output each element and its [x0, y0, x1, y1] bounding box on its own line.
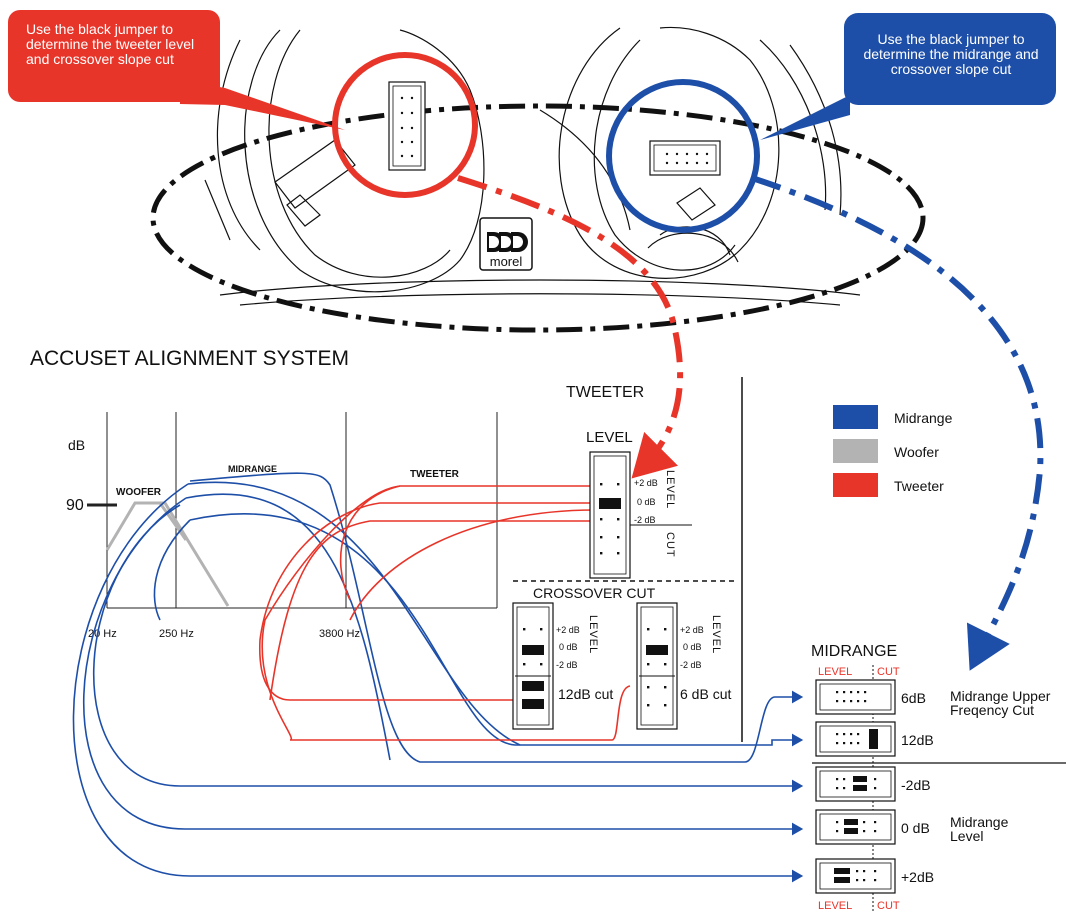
- midrange-routing: [72, 472, 804, 883]
- tweeter-level-opt-plus2: +2 dB: [634, 478, 658, 488]
- housing-tweeter-jumper: [388, 81, 426, 171]
- midrange-row-12db: 12dB: [901, 732, 934, 748]
- tweeter-highlight-circle: [332, 52, 478, 198]
- midrange-row-minus2db: -2dB: [901, 777, 931, 793]
- tweeter-callout-text: Use the black jumper to determine the tw…: [26, 21, 195, 67]
- logo-wordmark: morel: [490, 254, 523, 269]
- midrange-panel: MIDRANGE LEVEL CUT LEVEL CUT: [811, 643, 1066, 912]
- xover6-side-level: LEVEL: [710, 615, 722, 654]
- legend-swatch-midrange: [833, 405, 878, 429]
- midrange-upper-cut-label: Midrange Upper Freqency Cut: [950, 688, 1051, 718]
- midrange-heading: MIDRANGE: [811, 643, 897, 660]
- xover6-opt-minus2: -2 dB: [680, 660, 702, 670]
- response-graph: dB 90 20 Hz 250 Hz 3800 Hz WOOFER MIDRAN…: [66, 412, 498, 640]
- housing-midrange-jumper: [649, 140, 721, 176]
- midrange-row-6db: 6dB: [901, 690, 926, 706]
- xover6-opt-0: 0 dB: [683, 642, 702, 652]
- midrange-jumper-6db: [815, 679, 896, 715]
- legend-label-woofer: Woofer: [894, 444, 939, 460]
- morel-logo: morel: [479, 217, 533, 271]
- graph-ytick-90: 90: [66, 497, 84, 514]
- tweeter-callout-pointer: [180, 80, 345, 130]
- tweeter-callout: Use the black jumper to determine the tw…: [8, 10, 220, 102]
- tweeter-level-opt-0: 0 dB: [637, 497, 656, 507]
- band-label-tweeter: TWEETER: [410, 469, 460, 480]
- xover12-side-level: LEVEL: [587, 615, 599, 654]
- xtick-250hz: 250 Hz: [159, 628, 194, 640]
- tweeter-level-heading: LEVEL: [586, 429, 633, 446]
- speaker-housing: [150, 26, 926, 333]
- midrange-row-0db: 0 dB: [901, 820, 930, 836]
- legend-label-midrange: Midrange: [894, 410, 953, 426]
- system-title: ACCUSET ALIGNMENT SYSTEM: [30, 347, 349, 370]
- midrange-jumper-minus2db: [815, 766, 896, 802]
- midrange-col-cut-bottom: CUT: [877, 900, 900, 912]
- tweeter-leader-arrow: [457, 175, 684, 479]
- band-label-woofer: WOOFER: [116, 487, 162, 498]
- crossover-cut-heading: CROSSOVER CUT: [533, 585, 656, 601]
- tweeter-level-jumper: [589, 451, 631, 579]
- tweeter-side-cut: CUT: [664, 532, 676, 558]
- graph-ylabel: dB: [68, 437, 85, 453]
- midrange-row-plus2db: +2dB: [901, 869, 934, 885]
- tweeter-level-jumper-cap: [599, 498, 621, 509]
- midrange-col-cut-top: CUT: [877, 666, 900, 678]
- xover12-opt-0: 0 dB: [559, 642, 578, 652]
- legend-swatch-woofer: [833, 439, 878, 463]
- xtick-3800hz: 3800 Hz: [319, 628, 360, 640]
- tweeter-12db-jumper: [512, 602, 554, 730]
- xtick-20hz: 20 Hz: [88, 628, 117, 640]
- tweeter-6db-jumper: [636, 602, 678, 730]
- legend-swatch-tweeter: [833, 473, 878, 497]
- tweeter-routing: [259, 485, 631, 741]
- xover12-opt-minus2: -2 dB: [556, 660, 578, 670]
- woofer-curve: [105, 501, 230, 607]
- tweeter-side-level: LEVEL: [664, 470, 676, 509]
- tweeter-level-opt-minus2: -2 dB: [634, 515, 656, 525]
- midrange-jumper-12db: [815, 721, 896, 757]
- band-label-midrange: MIDRANGE: [228, 464, 277, 474]
- midrange-callout-pointer: [760, 95, 850, 140]
- midrange-jumper-plus2db: [815, 858, 896, 894]
- tweeter-12db-cut-label: 12dB cut: [558, 686, 613, 702]
- midrange-col-level-bottom: LEVEL: [818, 900, 852, 912]
- xover6-opt-plus2: +2 dB: [680, 625, 704, 635]
- midrange-jumper-0db: [815, 809, 896, 845]
- woofer-curve-branch: [158, 502, 188, 541]
- tweeter-heading: TWEETER: [566, 384, 644, 401]
- midrange-col-level-top: LEVEL: [818, 666, 852, 678]
- midrange-leader-arrow: [751, 175, 1044, 671]
- midrange-callout: Use the black jumper to determine the mi…: [844, 13, 1056, 105]
- legend-label-tweeter: Tweeter: [894, 478, 944, 494]
- midrange-highlight-circle: [606, 79, 760, 233]
- midrange-callout-text: Use the black jumper to determine the mi…: [863, 31, 1039, 77]
- legend: Midrange Woofer Tweeter: [833, 405, 953, 497]
- tweeter-panel: TWEETER LEVEL +2 dB 0 dB -2 dB LEVEL CUT…: [512, 377, 743, 742]
- tweeter-6db-cut-label: 6 dB cut: [680, 686, 731, 702]
- xover12-opt-plus2: +2 dB: [556, 625, 580, 635]
- midrange-level-label: Midrange Level: [950, 814, 1009, 844]
